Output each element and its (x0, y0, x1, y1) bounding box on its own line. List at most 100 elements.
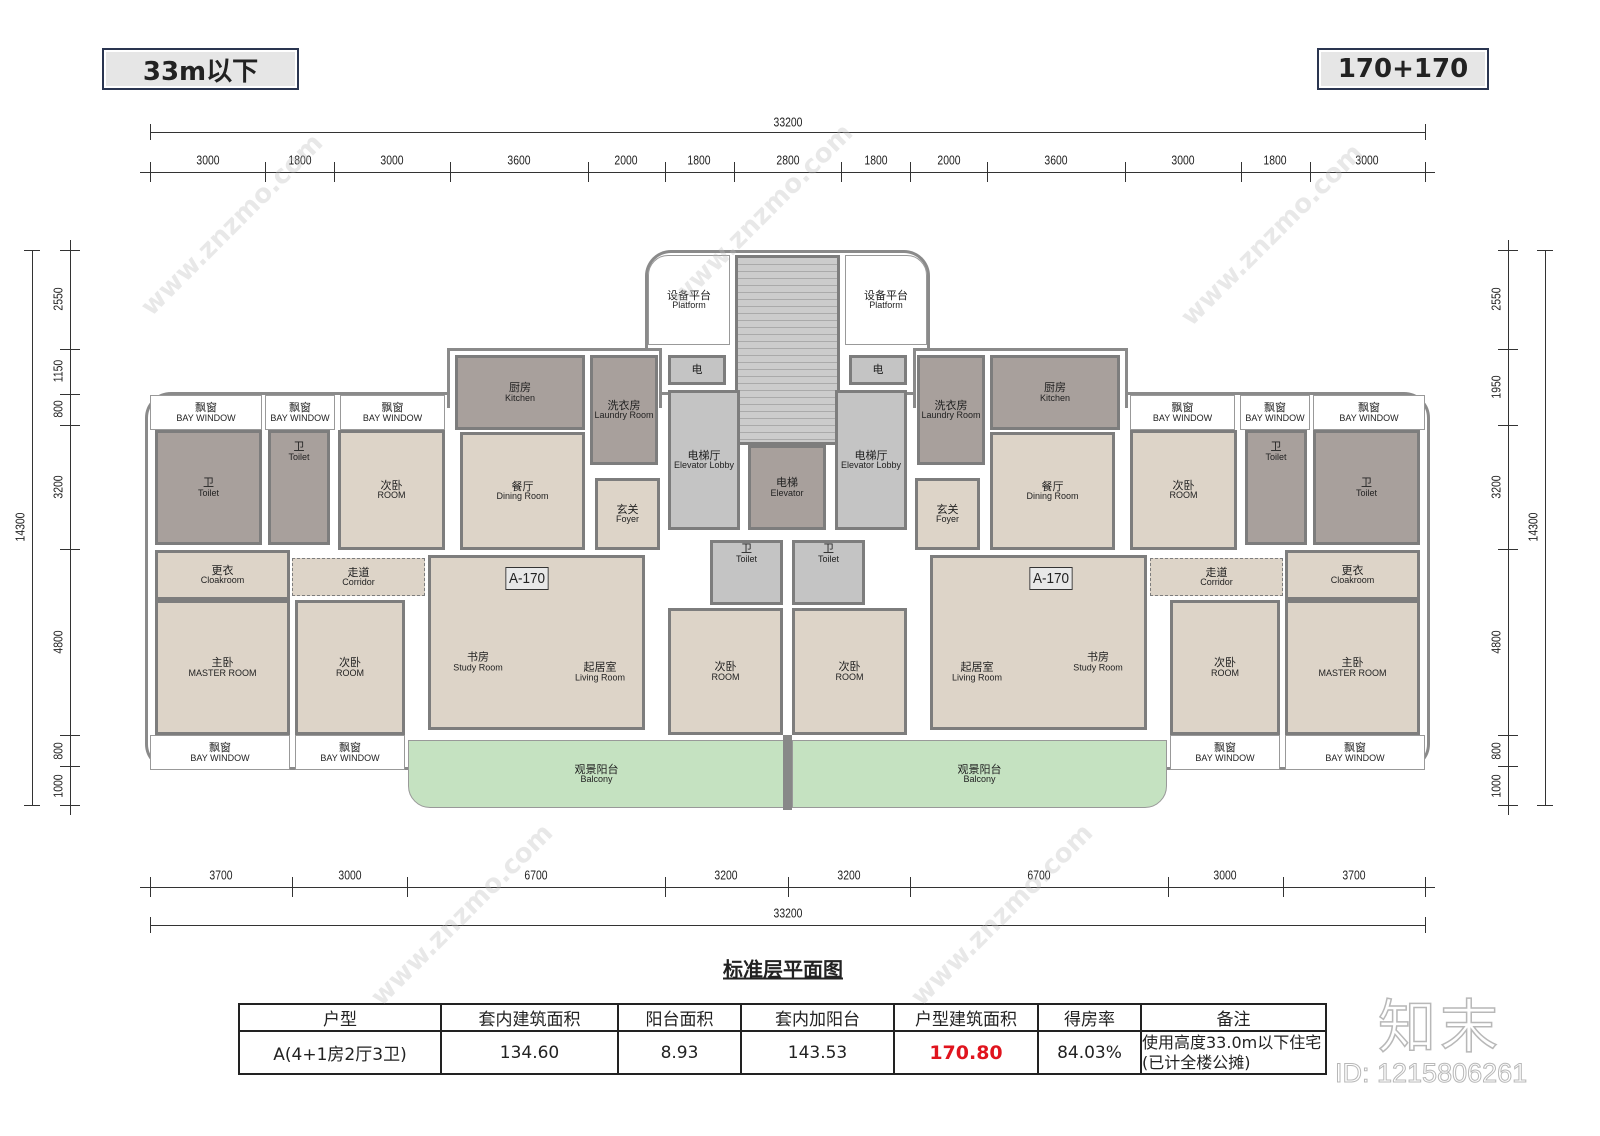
dimension-tick (334, 162, 336, 182)
dimension-tick (60, 424, 80, 426)
label-en: Cloakroom (1330, 575, 1375, 586)
label-zh: 起居室 (960, 660, 994, 674)
label-zh: 飘窗 (339, 741, 361, 754)
total-dimension-line (150, 925, 1425, 926)
label-zh: 卫 (293, 440, 305, 453)
label-en: ROOM (377, 490, 406, 501)
label-en: Study Room (1073, 662, 1123, 673)
dimension-label: 4800 (50, 630, 66, 654)
label-en: Toilet (288, 451, 310, 462)
label-zh: 观景阳台 (957, 762, 1002, 776)
electrical-room: 电 (668, 355, 726, 385)
label-en: Platform (672, 300, 706, 311)
label-zh: 厨房 (509, 381, 531, 394)
watermark-id: ID: 1215806261 (1334, 1058, 1528, 1089)
label-en: BAY WINDOW (362, 412, 423, 423)
dimension-tick (664, 877, 666, 897)
label-zh: 玄关 (616, 502, 639, 516)
dimension-tick (1498, 424, 1518, 426)
label-en: Elevator (770, 487, 804, 498)
dimension-tick (1125, 162, 1127, 182)
label-en: Laundry Room (921, 410, 981, 421)
label-en: BAY WINDOW (320, 752, 380, 763)
dimension-tick (1309, 162, 1311, 182)
dimension-label: 2000 (937, 152, 961, 168)
dimension-label: 1000 (1488, 774, 1504, 798)
label-zh: 飘窗 (209, 741, 231, 754)
dimension-tick (150, 917, 151, 933)
dimension-label: 1800 (1263, 152, 1287, 168)
dimension-label: 3700 (209, 867, 233, 883)
label-zh: 次卧 (714, 660, 737, 673)
label-en: BAY WINDOW (270, 412, 330, 423)
dimension-tick (60, 548, 80, 550)
dimension-tick (1240, 162, 1242, 182)
dimension-tick (150, 877, 151, 897)
label-zh: 餐厅 (511, 479, 534, 493)
label-en: MASTER ROOM (1318, 667, 1387, 678)
dimension-tick (407, 877, 409, 897)
dimension-label: 1800 (288, 152, 312, 168)
efficiency-cell: 84.03% (1037, 1030, 1142, 1075)
label-zh: 电 (691, 363, 703, 377)
label-en: BAY WINDOW (1195, 752, 1255, 763)
right-total-dimension: 14300 (1525, 512, 1541, 542)
label-en: Toilet (735, 553, 757, 564)
header-cell: 备注 (1140, 1003, 1327, 1032)
dimension-label: 6700 (1027, 867, 1051, 883)
balcony-area-cell: 8.93 (617, 1030, 742, 1075)
dimension-tick (841, 162, 843, 182)
watermark-logo: 知末 (1377, 992, 1503, 1062)
label-en: ROOM (336, 667, 364, 678)
dimension-tick (910, 162, 912, 182)
dimension-label: 3200 (837, 867, 861, 883)
dimension-label: 6700 (524, 867, 548, 883)
header-cell: 套内加阳台 (740, 1003, 895, 1032)
label-en: Toilet (1265, 451, 1287, 462)
dimension-label: 2800 (775, 152, 800, 168)
dimension-tick (1498, 348, 1518, 350)
label-zh: 次卧 (1214, 656, 1236, 669)
label-zh: 更衣 (1341, 563, 1364, 577)
drawing-title: 标准层平面图 (723, 957, 843, 982)
label-zh: 卫 (203, 476, 214, 489)
party-wall (783, 735, 792, 810)
label-zh: 走道 (1205, 565, 1228, 579)
label-en: Corridor (342, 577, 375, 588)
dimension-line (70, 240, 71, 815)
total-dimension-line (150, 132, 1425, 133)
label-en: Living Room (951, 672, 1003, 683)
label-zh: 书房 (467, 650, 489, 664)
bottom-total-dimension: 33200 (773, 905, 803, 921)
dimension-tick (60, 250, 80, 251)
label-en: Corridor (1200, 577, 1233, 588)
dimension-tick (449, 162, 451, 182)
interior-plus-balcony-cell: 143.53 (740, 1030, 895, 1075)
dimension-label: 3000 (1213, 867, 1237, 883)
label-en: MASTER ROOM (188, 667, 257, 678)
header-cell: 阳台面积 (617, 1003, 742, 1032)
dimension-tick (987, 162, 989, 182)
dimension-label: 2550 (1488, 287, 1504, 312)
height-badge: 33m以下 (102, 48, 299, 90)
unit-badge: 170+170 (1317, 48, 1489, 90)
area-table: 户型 套内建筑面积 阳台面积 套内加阳台 户型建筑面积 得房率 备注 A(4+1… (238, 1003, 1327, 1075)
label-en: Toilet (1355, 487, 1377, 498)
watermark-text: www.znzmo.com (365, 818, 560, 1012)
label-en: ROOM (711, 671, 740, 682)
